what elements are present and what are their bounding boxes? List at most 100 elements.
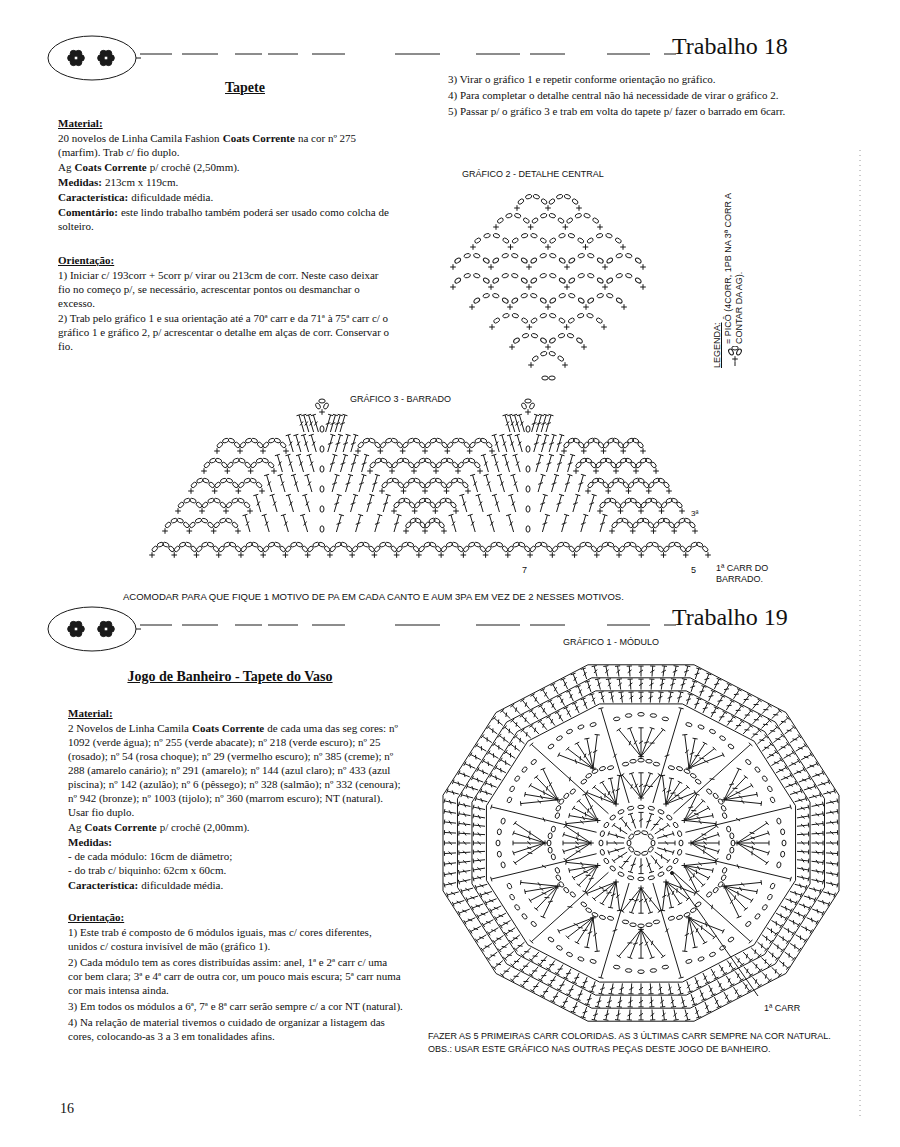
header-rule [312,54,345,55]
chart-border [506,514,513,532]
instruction-text: 2) Cada módulo tem as cores distribuídas… [68,956,401,996]
chart-module [638,1009,643,1019]
chart-central-detail [512,313,519,319]
legend-symbol [732,356,738,362]
chart-module [799,776,811,782]
chart-border [260,448,266,454]
chart-border [184,542,191,548]
logo [74,627,78,631]
chart-central-detail [549,213,556,219]
chart-central-detail [597,293,604,299]
chart-module [694,698,701,709]
chart-central-detail [606,277,614,284]
chart-module [724,683,732,693]
chart-module [540,689,548,699]
chart-border [318,542,325,548]
chart-module [660,996,665,1007]
chart-border [600,514,607,532]
section-heading: Material: [68,707,113,719]
chart-module [677,830,683,836]
chart-module [650,1009,655,1020]
chart-module [444,809,456,814]
chart-module [781,906,793,913]
chart-central-detail [602,284,608,290]
chart-module [762,742,773,751]
chart-border [253,494,260,512]
chart-module [538,705,547,715]
chart-border [302,494,309,512]
chart-module [548,976,556,986]
chart-module [599,983,605,994]
measure-text: Medidas:213cm x 119cm. [58,175,396,189]
header-rule [476,625,520,626]
chart-module [657,871,665,877]
chart-module [499,920,510,928]
chart-central-detail [530,233,537,239]
chart-module [627,1009,632,1020]
chart-central-detail [533,194,540,200]
chart-border [247,508,253,514]
chart-border [552,474,559,492]
chart-central-detail [540,313,547,319]
chart-border [453,508,459,514]
chart-module [627,840,631,846]
row-number: 5 [691,565,696,575]
chart-module [589,959,596,964]
chart-border [578,474,585,492]
chart-border [189,521,196,528]
chart-border [251,438,258,444]
chart-module [555,965,563,975]
chart-module [616,775,622,804]
chart-central-detail [539,297,547,304]
chart-border [286,434,293,452]
header-rule [268,625,298,626]
legend-row: = PICÔ (4CORR, 1PB NA 3ª CORR A CONTAR D… [723,176,747,368]
chart-module [551,854,556,860]
chart-module [681,996,687,1007]
chart-module [657,831,674,838]
chart-module [477,912,489,919]
chart-module [719,735,727,741]
chart-border [542,514,549,532]
chart-module [492,961,502,970]
chart-module [458,771,470,777]
chart-module [743,982,752,992]
chart-module [672,858,679,865]
chart-module [548,833,553,839]
chart-module [695,1007,701,1018]
chart-module [812,909,824,915]
chart-border [330,454,337,472]
chart-module [666,785,690,804]
chart-module [473,867,485,872]
chart-central-detail [540,351,547,357]
chart-border [340,454,347,472]
chart-border [238,458,245,464]
chart-border [683,552,689,558]
chart-border [408,461,415,468]
instruction-text: 1) Iniciar c/ 193corr + 5corr p/ virar o… [58,268,393,310]
chart-border [372,474,379,492]
chart-border [629,542,636,548]
chart-module [826,820,838,825]
leader-line [671,872,674,875]
chart-module [666,814,673,821]
chart-border [513,454,520,472]
chart-module [566,951,574,957]
chart-module [609,814,616,821]
material-text: 2 Novelos de Linha CamilaCoats Corrented… [68,721,406,819]
chart-border [561,448,567,454]
chart-central-detail [454,257,462,264]
chart-central-detail [454,277,462,284]
chart-border [467,448,473,454]
chart-module [603,666,608,677]
chart-border [526,526,530,532]
chart-module [530,982,539,992]
chart-border [362,454,369,472]
chart-central-detail [520,277,528,284]
chart-border [351,434,358,452]
chart-module [589,981,596,992]
chart-module [510,972,520,982]
chart-module [772,967,782,976]
chart-border [201,518,208,524]
chart-central-detail [540,213,547,219]
